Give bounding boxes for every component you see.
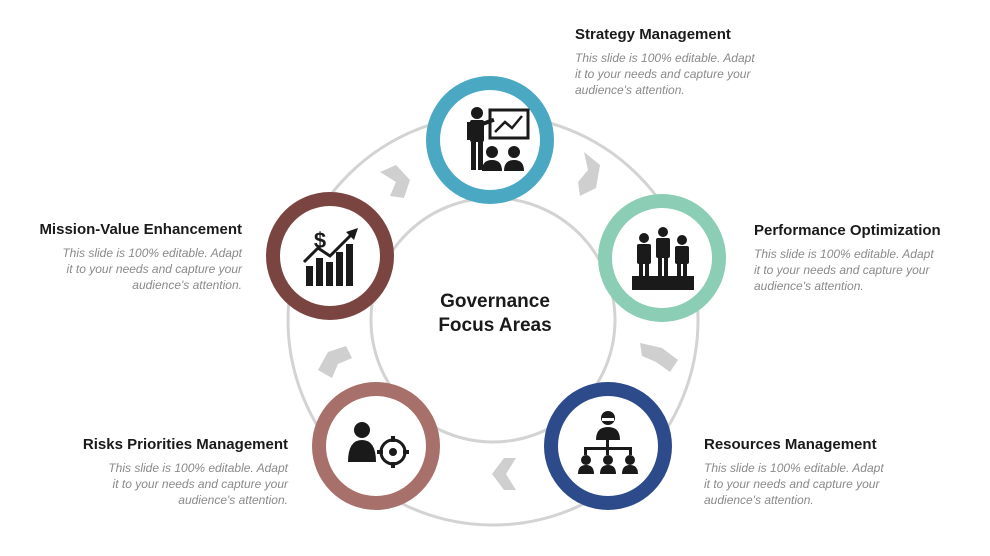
node-strategy-management (426, 76, 554, 204)
org-chart-icon (578, 411, 638, 474)
title-line-2: Focus Areas (438, 315, 552, 336)
node-mission-value-enhancement: $ (266, 192, 394, 320)
chevron-icon (318, 346, 352, 378)
node-resources-management (544, 382, 672, 510)
node-performance-optimization (598, 194, 726, 322)
strategy-management-description: This slide is 100% editable. Adapt it to… (575, 51, 755, 97)
risks-priorities-management-heading: Risks Priorities Management (82, 436, 288, 453)
chevron-icon (492, 458, 516, 490)
chevron-icon (380, 165, 410, 198)
resources-management-heading: Resources Management (704, 436, 877, 453)
resources-management-description: This slide is 100% editable. Adapt it to… (704, 461, 884, 507)
chevron-icon (640, 343, 678, 372)
person-target-icon (348, 422, 409, 468)
diagram-title: Governance Focus Areas (410, 290, 580, 338)
performance-optimization-heading: Performance Optimization (754, 222, 941, 239)
node-risks-priorities-management (312, 382, 440, 510)
growth-chart-icon: $ (302, 228, 358, 286)
title-line-1: Governance (440, 291, 550, 312)
presentation-icon (467, 107, 530, 171)
podium-team-icon (632, 227, 694, 290)
svg-text:$: $ (314, 228, 326, 253)
performance-optimization-description: This slide is 100% editable. Adapt it to… (754, 247, 934, 293)
risks-priorities-management-description: This slide is 100% editable. Adapt it to… (108, 461, 288, 507)
mission-value-enhancement-heading: Mission-Value Enhancement (39, 221, 242, 238)
mission-value-enhancement-description: This slide is 100% editable. Adapt it to… (62, 246, 242, 292)
strategy-management-heading: Strategy Management (575, 26, 731, 43)
chevron-icon (578, 152, 600, 196)
